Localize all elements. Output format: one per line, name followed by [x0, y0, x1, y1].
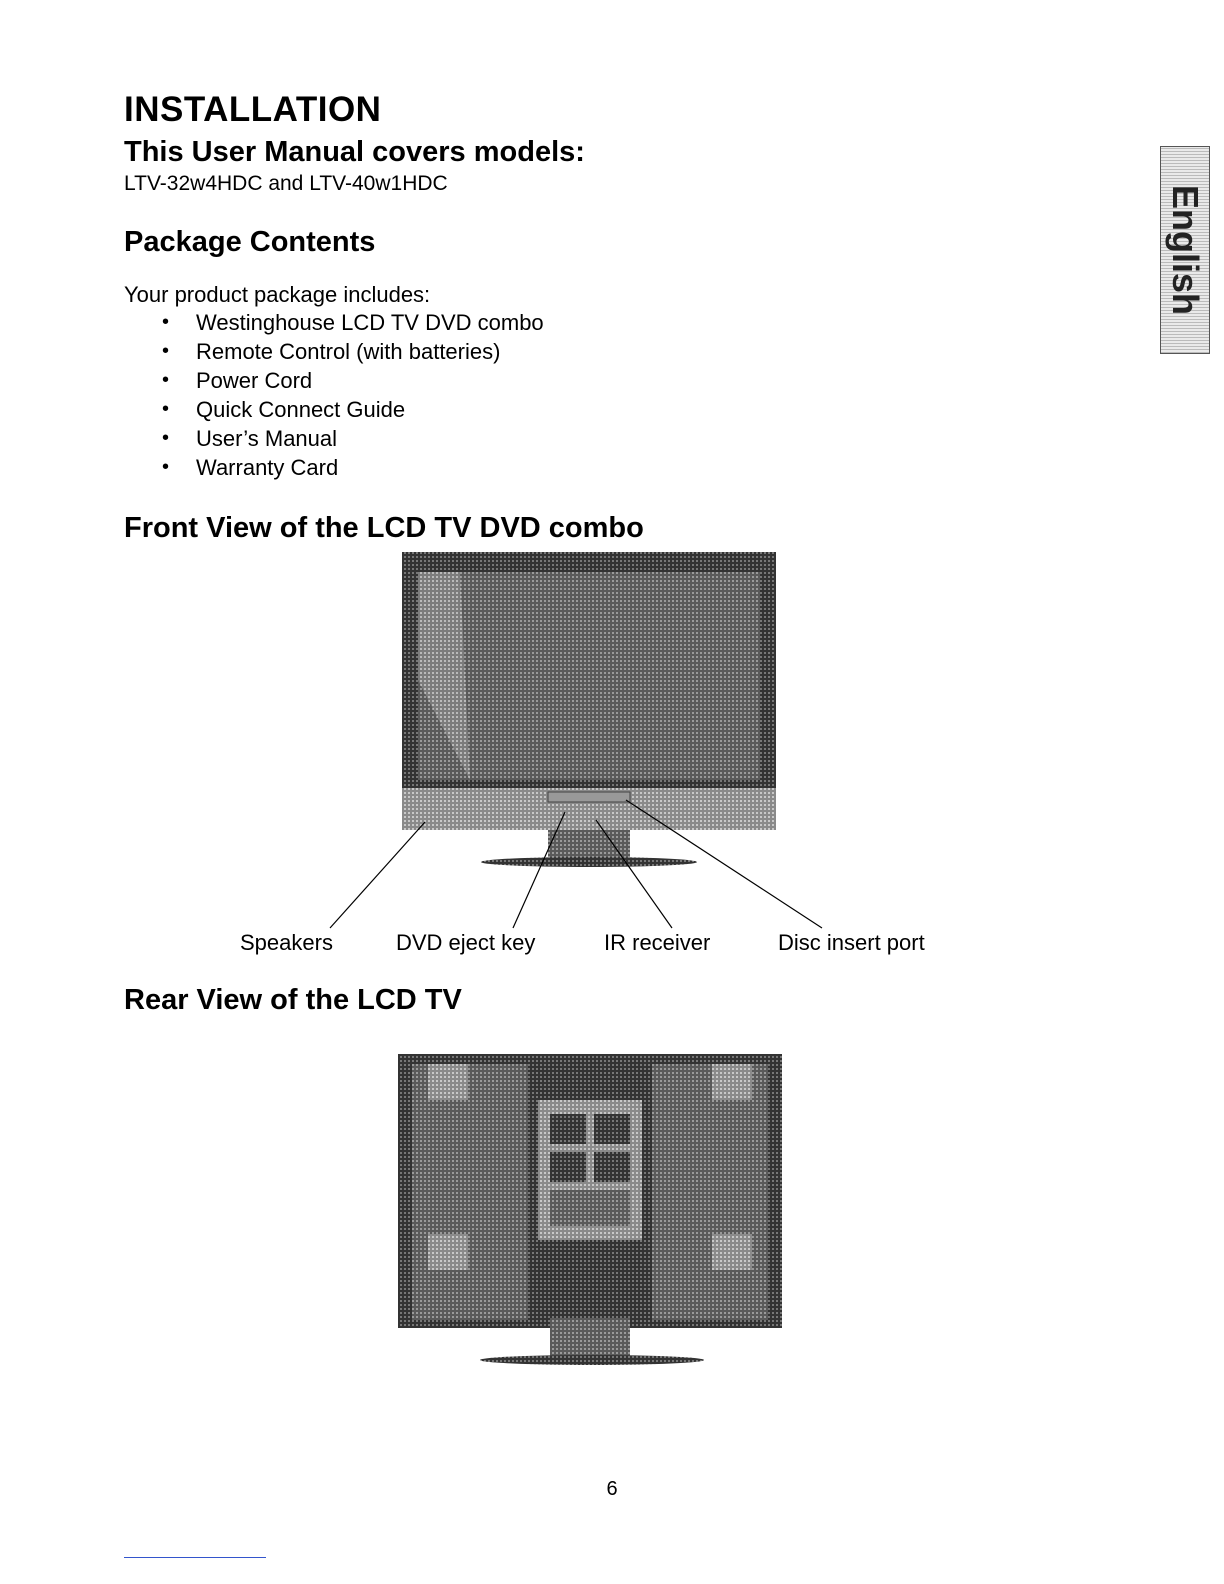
front-view-heading: Front View of the LCD TV DVD combo: [124, 512, 644, 544]
page-title: INSTALLATION: [124, 90, 382, 129]
label-speakers: Speakers: [240, 930, 333, 955]
language-tab: English: [1160, 146, 1210, 354]
list-item: Westinghouse LCD TV DVD combo: [162, 308, 544, 337]
models-text: LTV-32w4HDC and LTV-40w1HDC: [124, 172, 448, 195]
list-item: Quick Connect Guide: [162, 395, 544, 424]
package-list: Westinghouse LCD TV DVD combo Remote Con…: [162, 308, 544, 482]
page-number: 6: [606, 1478, 618, 1500]
list-item: Remote Control (with batteries): [162, 337, 544, 366]
package-intro: Your product package includes:: [124, 282, 431, 307]
callout-lines: [329, 799, 823, 929]
list-item: Power Cord: [162, 366, 544, 395]
rear-view-heading: Rear View of the LCD TV: [124, 984, 462, 1016]
label-ir-receiver: IR receiver: [604, 930, 711, 955]
models-heading: This User Manual covers models:: [124, 136, 585, 168]
label-dvd-eject-key: DVD eject key: [396, 930, 536, 955]
list-item: User’s Manual: [162, 424, 544, 453]
rear-tv-image: [398, 1054, 782, 1365]
package-contents-heading: Package Contents: [124, 226, 376, 258]
footnote-rule: [124, 1557, 266, 1558]
label-disc-insert-port: Disc insert port: [778, 930, 925, 955]
front-tv-image: [402, 552, 776, 867]
list-item: Warranty Card: [162, 453, 544, 482]
